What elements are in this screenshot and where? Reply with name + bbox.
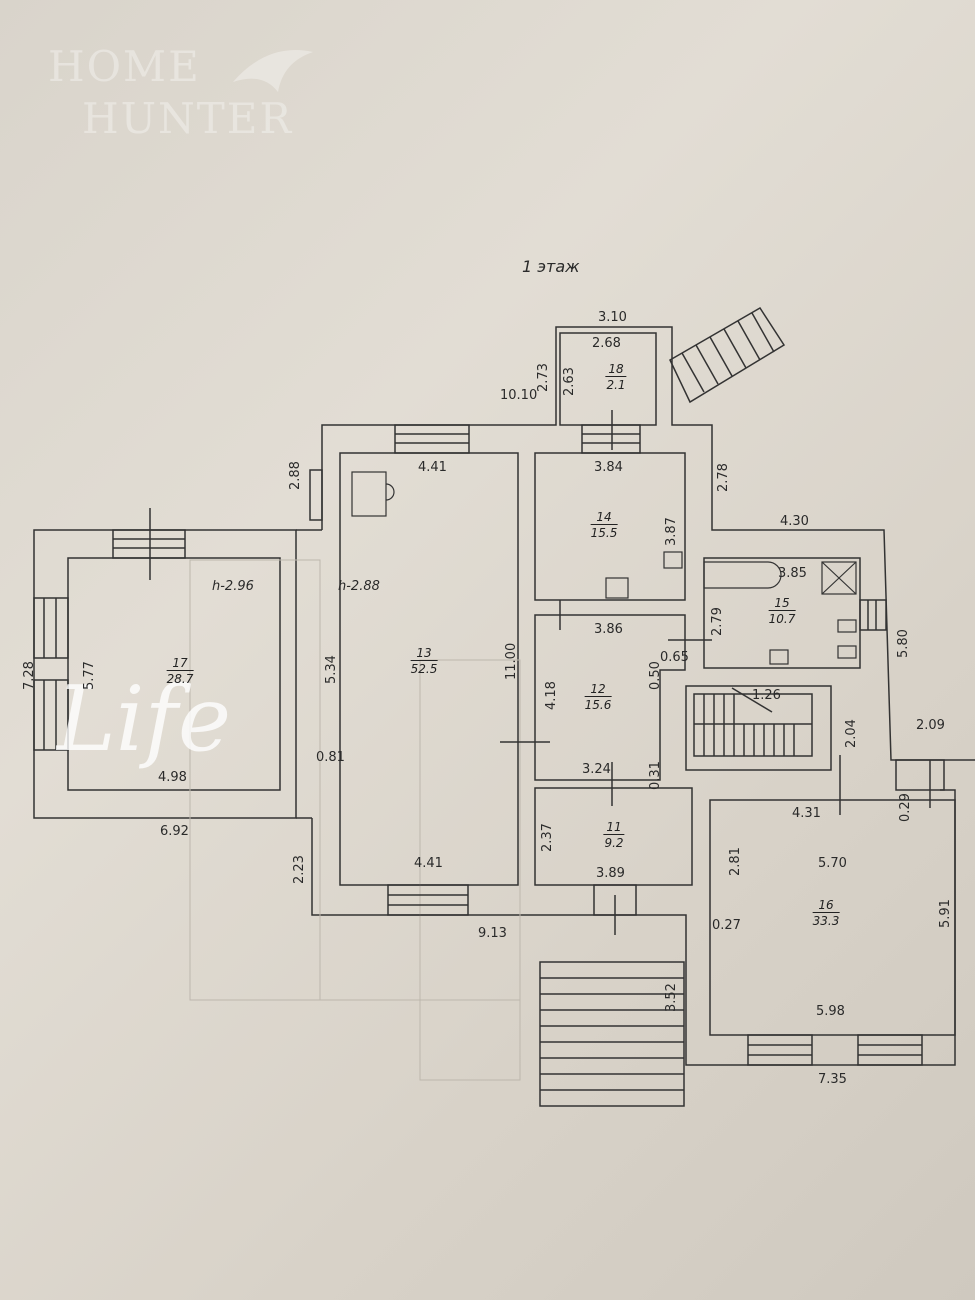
dimension-label: 3.10 (598, 310, 627, 325)
wall-room-12 (534, 614, 686, 781)
wall-stairs (685, 685, 832, 771)
dimension-label: 3.52 (664, 983, 679, 1012)
doors (149, 410, 931, 935)
dimension-label: 4.41 (414, 856, 443, 871)
dimension-label: 3.86 (594, 622, 623, 637)
room-label-13: 13 52.5 (410, 646, 438, 676)
dimension-label: 0.81 (316, 750, 345, 765)
dimension-label: 3.24 (582, 762, 611, 777)
dimension-label: 5.98 (816, 1004, 845, 1019)
room-area: 2.1 (606, 378, 626, 392)
room-number: 17 (166, 656, 194, 671)
room-area: 15.6 (584, 698, 612, 712)
dimension-label: 2.37 (540, 823, 555, 852)
room-label-18: 18 2.1 (605, 362, 627, 392)
dimension-label: 0.29 (898, 793, 913, 822)
watermark-text: Life (56, 667, 231, 772)
room-area: 52.5 (410, 662, 438, 676)
dimension-label: 2.09 (916, 718, 945, 733)
room-area: 9.2 (604, 836, 624, 850)
dimension-label: 4.18 (544, 681, 559, 710)
dimension-label: 3.84 (594, 460, 623, 475)
ceiling-height-label: h-2.88 (338, 579, 380, 594)
room-number: 15 (768, 596, 796, 611)
dimension-label: 7.28 (22, 661, 37, 690)
room-label-16: 16 33.3 (812, 898, 840, 928)
dimension-label: 10.10 (500, 388, 538, 403)
dimension-label: 5.91 (938, 899, 953, 928)
dimension-label: 4.30 (780, 514, 809, 529)
dimension-label: 2.79 (710, 607, 725, 636)
dimension-label: 5.80 (896, 629, 911, 658)
bird-icon (233, 50, 313, 92)
dimension-label: 2.23 (292, 855, 307, 884)
room-label-14: 14 15.5 (590, 510, 618, 540)
room-label-15: 15 10.7 (768, 596, 796, 626)
logo-line-2: HUNTER (82, 94, 294, 143)
dimension-label: 3.87 (664, 517, 679, 546)
room-area: 33.3 (812, 914, 840, 928)
room-area: 28.7 (166, 672, 194, 686)
room-number: 11 (603, 820, 625, 835)
wall-main-outer-bottom (311, 789, 956, 1066)
dimension-label: 4.31 (792, 806, 821, 821)
room-number: 18 (605, 362, 627, 377)
dimension-label: 11.00 (504, 642, 519, 680)
dimension-label: 7.35 (818, 1072, 847, 1087)
floor-title: 1 этаж (522, 257, 580, 276)
dimension-label: 2.78 (716, 463, 731, 492)
life-watermark: Life (56, 667, 231, 772)
dimension-label: 5.34 (324, 655, 339, 684)
dimension-label: 5.70 (818, 856, 847, 871)
dimension-label: 6.92 (160, 824, 189, 839)
dimension-label: 3.89 (596, 866, 625, 881)
room-area: 15.5 (590, 526, 618, 540)
dimension-label: 0.50 (648, 661, 663, 690)
dimension-label: 0.31 (648, 761, 663, 790)
dimension-label: 2.73 (536, 363, 551, 392)
entrance-stairs (539, 961, 685, 1107)
room-number: 12 (584, 682, 612, 697)
room-area: 10.7 (768, 612, 796, 626)
dimension-label: 5.77 (82, 661, 97, 690)
windows (33, 424, 945, 1066)
dimension-label: 1.26 (752, 688, 781, 703)
room-number: 16 (812, 898, 840, 913)
dimension-label: 0.27 (712, 918, 741, 933)
room-number: 14 (590, 510, 618, 525)
room-label-12: 12 15.6 (584, 682, 612, 712)
dimension-label: 2.63 (562, 367, 577, 396)
wall-room-16 (709, 799, 956, 1036)
dimension-label: 4.41 (418, 460, 447, 475)
fixtures (351, 471, 857, 665)
dimension-label: 3.85 (778, 566, 807, 581)
internal-stairs (693, 687, 813, 757)
dimension-label: 2.04 (844, 719, 859, 748)
upper-stairs (669, 306, 786, 404)
room-label-11: 11 9.2 (603, 820, 625, 850)
ceiling-height-label: h-2.96 (212, 579, 254, 594)
dimension-label: 2.88 (288, 461, 303, 490)
dimension-label: 2.68 (592, 336, 621, 351)
home-hunter-logo: HOME HUNTER (48, 42, 313, 152)
dimension-label: 9.13 (478, 926, 507, 941)
logo-line-1: HOME (48, 42, 201, 91)
dimension-label: 2.81 (728, 847, 743, 876)
room-label-17: 17 28.7 (166, 656, 194, 686)
room-number: 13 (410, 646, 438, 661)
dimension-label: 4.98 (158, 770, 187, 785)
dimension-label: 0.65 (660, 650, 689, 665)
